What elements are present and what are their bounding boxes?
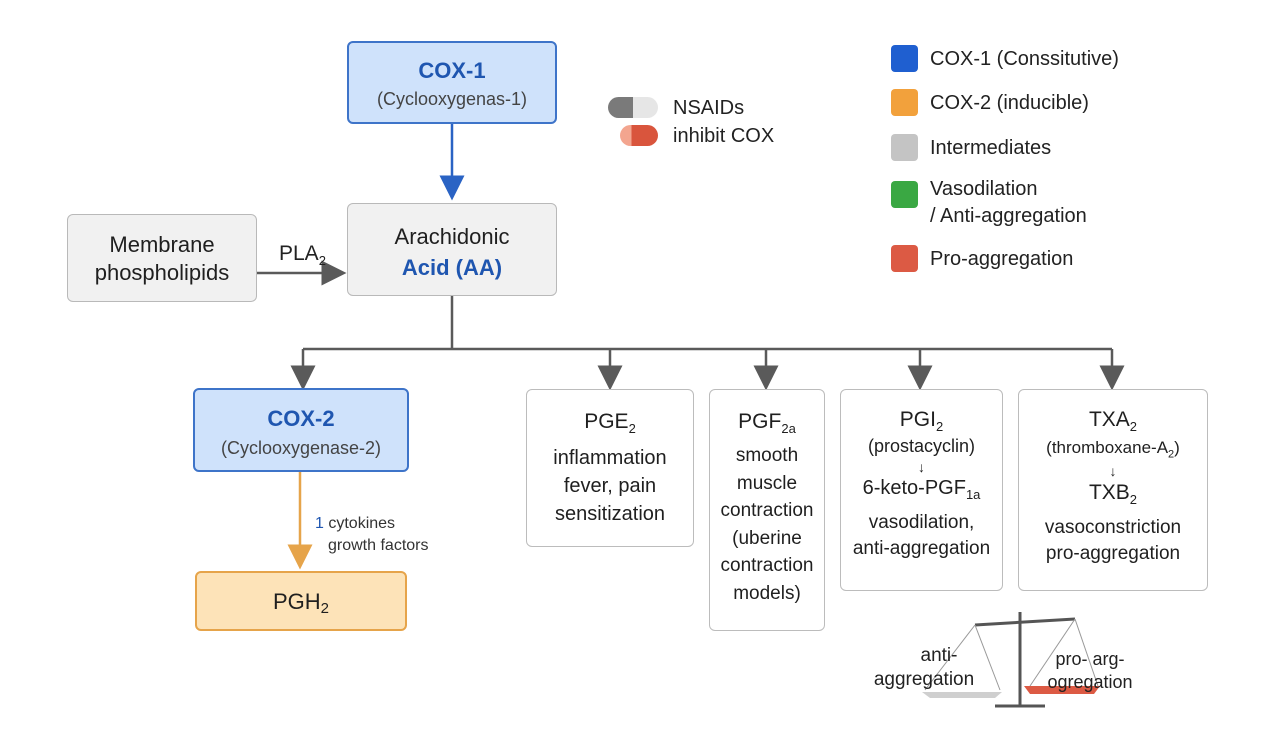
membrane-line1: Membrane [109, 232, 215, 257]
cox1-node: COX-1 (Cyclooxygenas-1) [347, 41, 557, 124]
pgf2a-effect-2: muscle [736, 472, 798, 494]
pgi2-title-text: PGI [899, 408, 936, 431]
pge2-effect-3: sensitization [554, 503, 666, 526]
pgh2-text: PGH [272, 589, 321, 614]
pgi2-title: PGI2 [841, 408, 1002, 434]
cytokines-text: cytokines [328, 515, 396, 532]
txa2-alias-end: ) [1174, 438, 1180, 458]
legend-label-cox1: COX-1 (Conssitutive) [930, 48, 1119, 70]
nsaids-pill-gray-icon [608, 97, 658, 118]
balance-right-line2: ogregation [1047, 672, 1133, 692]
legend-label-pro-aggregation: Pro-aggregation [930, 248, 1074, 270]
pgi2-down-arrow-icon: ↓ [918, 459, 925, 476]
txa2-title: TXA2 [1019, 408, 1207, 434]
membrane-line2: phospholipids [94, 260, 230, 285]
pla2-label: PLA2 [279, 242, 326, 268]
pgf2a-effect-5: contraction [720, 555, 814, 577]
cox2-subtitle: (Cyclooxygenase-2) [220, 438, 382, 458]
legend-label-anti-aggregation: / Anti-aggregation [930, 205, 1087, 227]
cox1-subtitle: (Cyclooxygenas-1) [376, 89, 528, 109]
balance-right-line1: pro- arg- [1055, 649, 1125, 669]
pgf2a-title-text: PGF [738, 410, 782, 433]
pge2-effect-2: fever, pain [563, 475, 657, 498]
txa2-alias-subscript: 2 [1168, 448, 1175, 461]
growth-factors-text: growth factors [328, 537, 429, 554]
legend-label-vasodilation: Vasodilation [930, 178, 1038, 200]
aa-line1: Arachidonic [394, 224, 510, 249]
arachidonic-acid-node: Arachidonic Acid (AA) [347, 203, 557, 296]
balance-right-label: pro- arg- ogregation [1034, 648, 1146, 694]
pge2-subscript: 2 [628, 421, 636, 437]
txa2-down-arrow-icon: ↓ [1109, 462, 1117, 479]
txa2-node: TXA2 (thromboxane-A2) ↓ TXB2 vasoconstri… [1018, 389, 1208, 591]
pgf2a-effect-3: contraction [720, 500, 814, 522]
nsaids-line1: NSAIDs [673, 97, 745, 119]
cytokines-line1: 1 cytokines [315, 513, 428, 535]
txa2-title-text: TXA [1088, 408, 1130, 431]
membrane-phospholipids-node: Membrane phospholipids [67, 214, 257, 302]
cox2-title: COX-2 [267, 406, 335, 431]
txa2-metabolite: TXB2 [1019, 481, 1207, 507]
txa2-alias-text: (thromboxane-A [1046, 438, 1169, 458]
cytokines-label: 1 cytokines growth factors [315, 513, 428, 557]
balance-left-line1: anti- [920, 645, 958, 666]
pge2-title-text: PGE [584, 410, 629, 433]
txa2-effect-2: pro-aggregation [1045, 542, 1181, 564]
legend-swatch-pro-aggregation [891, 245, 918, 272]
pgf2a-subscript: 2a [781, 421, 796, 437]
legend-swatch-cox1 [891, 45, 918, 72]
pla2-subscript: 2 [318, 253, 326, 269]
pgi2-node: PGI2 (prostacyclin) ↓ 6-keto-PGF1a vasod… [840, 389, 1003, 591]
nsaids-line2: inhibit COX [673, 125, 775, 147]
pgf2a-title: PGF2a [710, 410, 824, 436]
txa2-metabolite-subscript: 2 [1129, 491, 1138, 507]
legend-swatch-cox2 [891, 89, 918, 116]
pge2-effect-1: inflammation [553, 447, 667, 470]
pgf2a-effect-6: models) [733, 582, 801, 604]
pgi2-metabolite-subscript: 1a [965, 487, 981, 503]
pgi2-alias: (prostacyclin) [867, 436, 976, 457]
pla2-text: PLA [279, 242, 319, 265]
pgh2-subscript: 2 [320, 600, 330, 618]
nsaids-pill-red-icon [620, 125, 658, 146]
legend-label-cox2: COX-2 (inducible) [930, 92, 1089, 114]
txa2-subscript: 2 [1129, 419, 1138, 435]
pgh2-node: PGH2 [195, 571, 407, 631]
txa2-metabolite-text: TXB [1088, 480, 1130, 504]
balance-left-label: anti- aggregation [860, 644, 988, 692]
pge2-title: PGE2 [527, 410, 693, 436]
pgi2-effect-2: anti-aggregation [852, 538, 991, 560]
increase-arrow-icon: 1 [315, 515, 324, 532]
pge2-node: PGE2 inflammation fever, pain sensitizat… [526, 389, 694, 547]
legend-swatch-vasodilation [891, 181, 918, 208]
balance-left-line2: aggregation [873, 669, 975, 690]
legend-swatch-intermediates [891, 134, 918, 161]
balance-scale-icon [922, 612, 1100, 708]
txa2-effect-1: vasoconstriction [1044, 516, 1182, 538]
pgf2a-node: PGF2a smooth muscle contraction (uberine… [709, 389, 825, 631]
pgf2a-effect-4: (uberine [732, 527, 802, 549]
aa-line2: Acid (AA) [401, 255, 503, 280]
cox2-node: COX-2 (Cyclooxygenase-2) [193, 388, 409, 472]
pgi2-metabolite-text: 6-keto-PGF [862, 477, 966, 500]
pgi2-effect-1: vasodilation, [868, 512, 975, 534]
legend-label-intermediates: Intermediates [930, 137, 1052, 159]
pgi2-subscript: 2 [935, 419, 944, 435]
txa2-alias: (thromboxane-A2) [1019, 438, 1207, 460]
pgi2-metabolite: 6-keto-PGF1a [841, 477, 1002, 502]
cox1-title: COX-1 [418, 58, 486, 83]
pgf2a-effect-1: smooth [735, 445, 799, 467]
